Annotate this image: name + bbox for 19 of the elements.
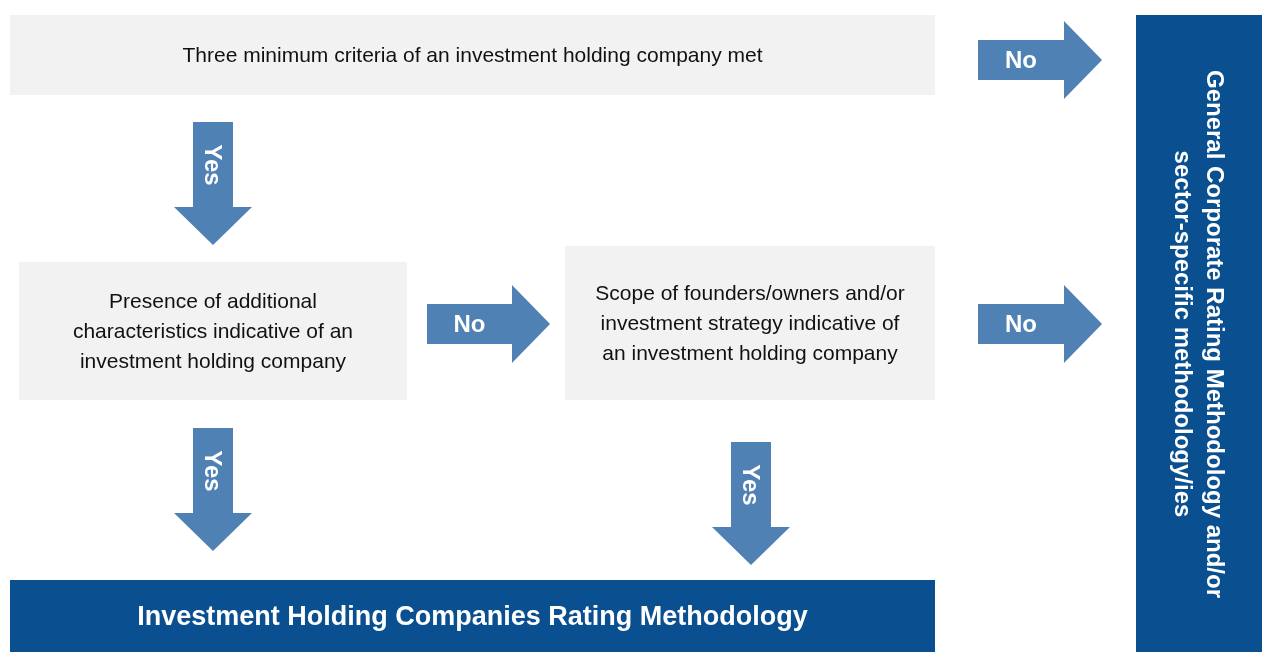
block-arrow [978, 21, 1102, 99]
edge-label: No [1005, 310, 1037, 338]
box-text: Scope of founders/owners and/or investment strategy indicative of an investment holding company [595, 280, 905, 366]
block-arrow [978, 285, 1102, 363]
edge-label: Yes [737, 463, 765, 506]
edge-label: Yes [199, 143, 227, 186]
block-arrow [174, 428, 252, 551]
box-text: Investment Holding Companies Rating Methodology [137, 600, 808, 632]
box-text: Presence of additional characteristics indicative of an investment holding company [71, 288, 355, 374]
edge-label: Yes [199, 449, 227, 492]
methodology-box [10, 580, 935, 652]
methodology-box [1136, 15, 1262, 652]
block-arrow [712, 442, 790, 565]
edge-label: No [453, 310, 486, 338]
box-text: General Corporate Rating Methodology and/or sector-specific methodology/ies [1169, 68, 1230, 600]
block-arrow [174, 122, 252, 245]
box-text: Three minimum criteria of an investment holding company met [182, 42, 763, 68]
edge-label: No [1005, 46, 1037, 74]
block-arrow [427, 285, 550, 363]
